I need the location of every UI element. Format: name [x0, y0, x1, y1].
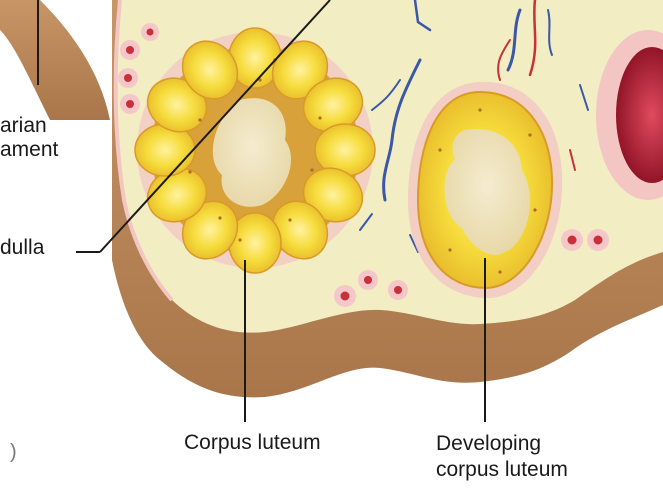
ovarian-ligament-label-line2: ament — [0, 138, 58, 162]
developing-corpus-luteum-label-line1: Developing — [436, 431, 568, 457]
medulla-label: dulla — [0, 236, 44, 260]
ovarian-ligament-label-line1: arian — [0, 114, 58, 138]
ovarian-ligament-tissue — [0, 0, 110, 120]
corpus-luteum-label: Corpus luteum — [184, 431, 321, 455]
developing-corpus-luteum-label: Developing corpus luteum — [436, 431, 568, 483]
edge-fragment-label: ) — [10, 440, 17, 464]
ovarian-ligament-label: arian ament — [0, 114, 58, 162]
developing-corpus-luteum-label-line2: corpus luteum — [436, 457, 568, 483]
